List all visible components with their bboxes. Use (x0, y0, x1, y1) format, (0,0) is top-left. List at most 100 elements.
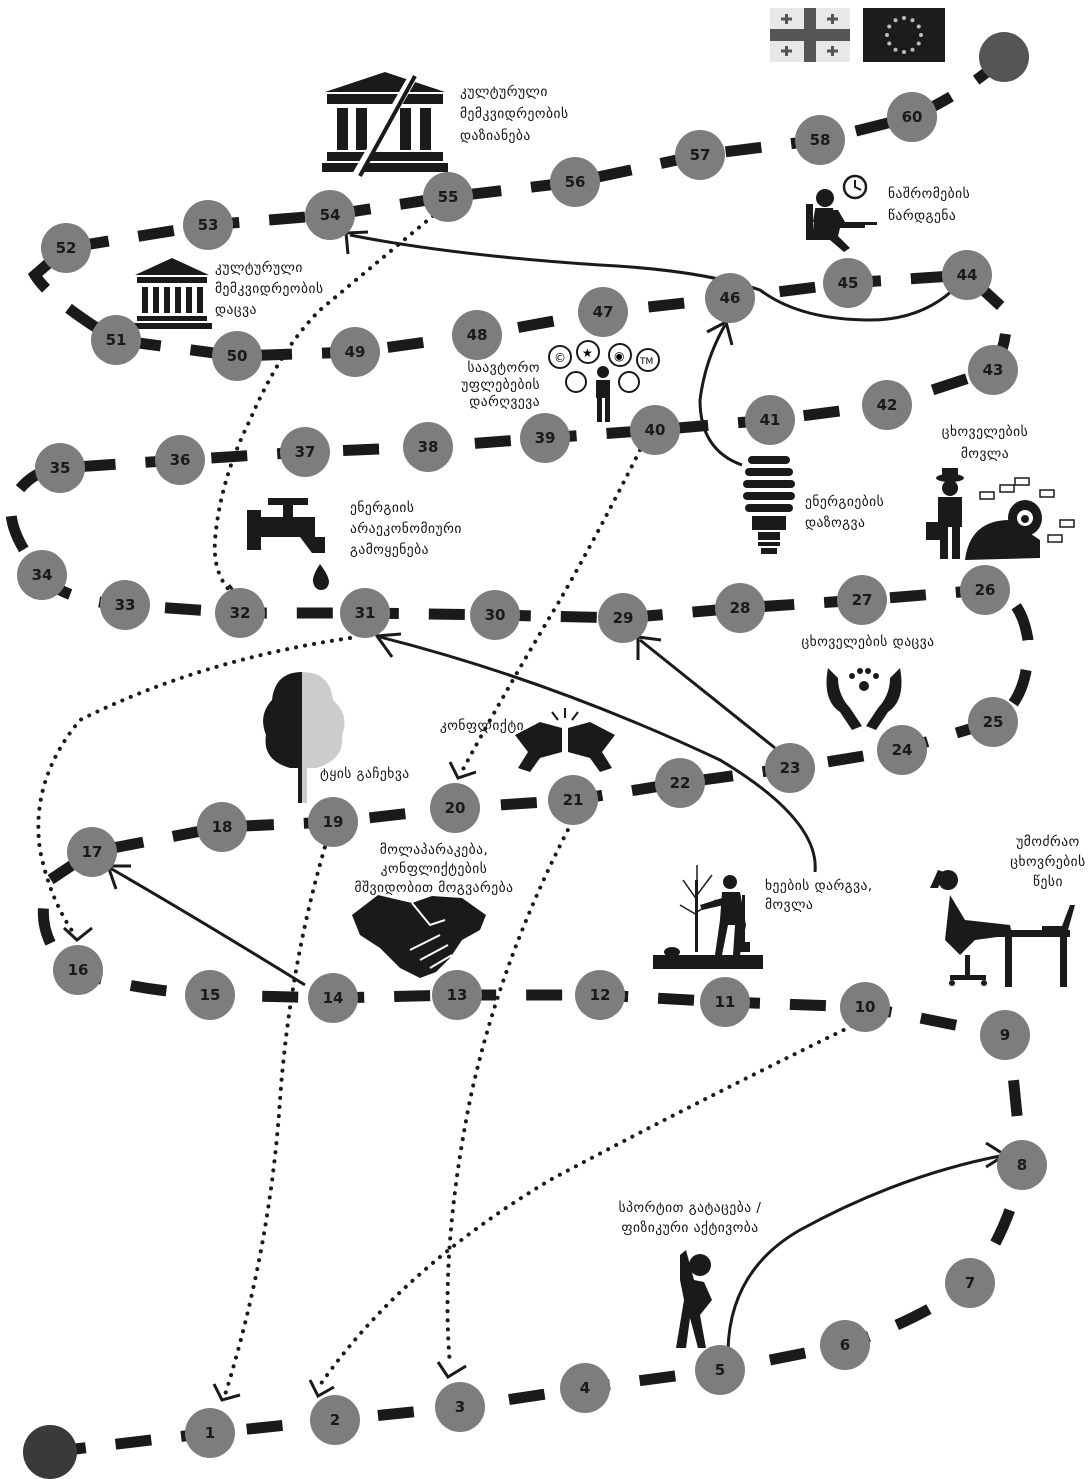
dotted-31-16 (36, 636, 352, 937)
dripping-tap-icon (247, 498, 329, 590)
square-circle (695, 1345, 745, 1395)
label-conflict: კონფლიქტი (440, 718, 524, 734)
square-number: 11 (715, 993, 736, 1011)
square-number: 58 (810, 131, 831, 149)
label-line: დაზოგვა (805, 515, 865, 531)
board-square-21: 21 (548, 775, 598, 825)
label-line: კულტურული (460, 83, 548, 100)
square-number: 7 (965, 1274, 975, 1292)
square-number: 34 (32, 566, 53, 584)
square-number: 46 (720, 289, 741, 307)
board-square-33: 33 (100, 580, 150, 630)
square-number: 55 (438, 188, 459, 206)
board-square-37: 37 (280, 427, 330, 477)
board-square-30: 30 (470, 590, 520, 640)
board-square-12: 12 (575, 970, 625, 1020)
svg-text:★: ★ (582, 346, 593, 360)
square-circle (765, 743, 815, 793)
start-circle (23, 1425, 77, 1479)
board-square-22: 22 (655, 758, 705, 808)
board-square-15: 15 (185, 970, 235, 1020)
square-circle (212, 331, 262, 381)
square-circle (795, 115, 845, 165)
square-circle (197, 802, 247, 852)
handshake-icon (352, 895, 486, 978)
label-line: ცხოველების დაცვა (801, 634, 934, 650)
label-line: სპორტით გატაცება / (619, 1199, 762, 1216)
square-circle (968, 697, 1018, 747)
georgian-flag-icon (770, 8, 850, 62)
square-number: 56 (565, 173, 586, 191)
board-square-5: 5 (695, 1345, 745, 1395)
dotted-arrowhead-16 (62, 926, 93, 942)
square-circle (997, 1140, 1047, 1190)
square-number: 2 (330, 1411, 340, 1429)
square-circle (183, 200, 233, 250)
dotted-arrows (36, 208, 862, 1397)
square-circle (215, 588, 265, 638)
label-line: მოვლა (961, 446, 1009, 462)
label-line: კონფლიქტი (440, 718, 524, 734)
square-number: 52 (56, 239, 77, 257)
square-number: 53 (198, 216, 219, 234)
board-square-24: 24 (877, 725, 927, 775)
dotted-10-2 (318, 1020, 862, 1387)
label-line: მოლაპარაკება, (380, 841, 489, 858)
copyright-person-icon: © ★ ◉ TM (548, 340, 660, 422)
square-circle (452, 310, 502, 360)
label-line: უფლებების (461, 377, 540, 393)
square-number: 6 (840, 1336, 850, 1354)
board-square-4: 4 (560, 1363, 610, 1413)
square-number: 24 (892, 741, 913, 759)
label-sports: სპორტით გატაცება /ფიზიკური აქტივობა (619, 1199, 762, 1236)
hands-paw-icon (826, 668, 902, 730)
square-number: 41 (760, 411, 781, 429)
board-square-3: 3 (435, 1382, 485, 1432)
square-number: 21 (563, 791, 584, 809)
label-line: წესი (1033, 874, 1063, 890)
square-number: 54 (320, 206, 341, 224)
board-square-35: 35 (35, 443, 85, 493)
square-circle (575, 970, 625, 1020)
square-circle (980, 1010, 1030, 1060)
end-circle (979, 32, 1029, 82)
square-number: 28 (730, 599, 751, 617)
board-square-40: 40 (630, 405, 680, 455)
board-square-8: 8 (997, 1140, 1047, 1190)
square-circle (823, 258, 873, 308)
eu-flag-icon (863, 8, 945, 62)
board-square-27: 27 (837, 575, 887, 625)
dotted-arrowhead-3 (436, 1361, 467, 1380)
board-square-52: 52 (41, 223, 91, 273)
square-circle (877, 725, 927, 775)
square-number: 51 (106, 331, 127, 349)
board-square-7: 7 (945, 1258, 995, 1308)
square-number: 39 (535, 429, 556, 447)
square-number: 44 (957, 266, 978, 284)
label-line: გამოყენება (350, 542, 429, 558)
square-number: 30 (485, 606, 506, 624)
label-line: ენერგიის (350, 499, 414, 516)
arrow-5-8 (726, 1153, 1006, 1351)
square-number: 40 (645, 421, 666, 439)
label-line: ცხოველების (942, 424, 1028, 440)
board-square-39: 39 (520, 413, 570, 463)
board-square-42: 42 (862, 380, 912, 430)
square-circle (330, 327, 380, 377)
square-number: 22 (670, 774, 691, 792)
square-number: 10 (855, 998, 876, 1016)
board-square-36: 36 (155, 435, 205, 485)
board-square-2: 2 (310, 1395, 360, 1445)
square-number: 23 (780, 759, 801, 777)
label-line: მემკვიდრეობის (460, 105, 569, 122)
board-square-54: 54 (305, 190, 355, 240)
square-circle (432, 970, 482, 1020)
label-line: დარღვევა (469, 393, 540, 410)
board-square-6: 6 (820, 1320, 870, 1370)
board-square-18: 18 (197, 802, 247, 852)
square-circle (435, 1382, 485, 1432)
board-square-41: 41 (745, 395, 795, 445)
